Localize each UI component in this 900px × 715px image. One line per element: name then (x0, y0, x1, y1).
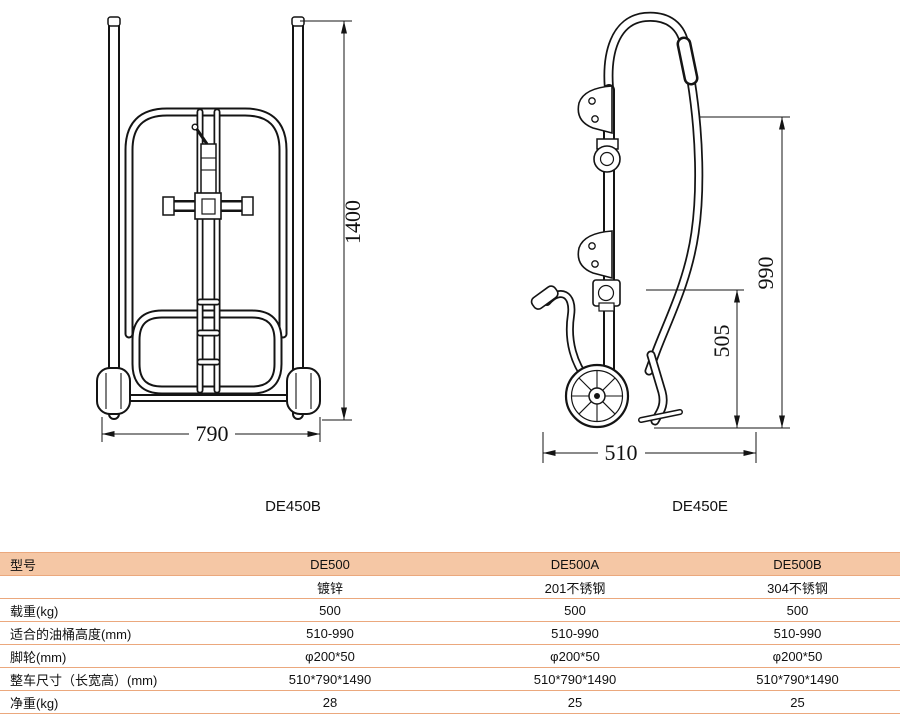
spec-cell: 510*790*1490 (205, 667, 455, 691)
spec-cell (0, 575, 205, 599)
release-pedal (530, 285, 588, 381)
side-view-drawing (530, 17, 699, 429)
spec-cell: 500 (695, 598, 900, 622)
top-hook-bracket (577, 85, 613, 135)
spec-cell: 适合的油桶高度(mm) (0, 621, 205, 645)
spec-cell: 28 (205, 690, 455, 714)
rail-cap-left (107, 16, 121, 27)
spec-cell: 304不锈钢 (695, 575, 900, 599)
spec-cell: 500 (455, 598, 695, 622)
spec-header-row: 型号 DE500 DE500A DE500B (0, 552, 900, 576)
dim-label-1400: 1400 (340, 200, 365, 244)
front-wheel-left (96, 367, 131, 415)
side-view-label: DE450E (672, 498, 728, 515)
spec-cell: 201不锈钢 (455, 575, 695, 599)
middle-clamp (592, 279, 621, 312)
front-view-label: DE450B (265, 498, 321, 515)
spec-cell: 500 (205, 598, 455, 622)
spec-cell: 510*790*1490 (695, 667, 900, 691)
spec-cell: 510-990 (455, 621, 695, 645)
spec-cell: φ200*50 (205, 644, 455, 668)
technical-drawing: 1400 790 (96, 0, 790, 515)
spec-cell: 25 (455, 690, 695, 714)
side-wheel (564, 363, 630, 429)
spec-cell: φ200*50 (455, 644, 695, 668)
top-clamp-knob (593, 138, 621, 173)
dim-label-505: 505 (709, 325, 734, 358)
middle-hook-bracket (577, 230, 613, 280)
spec-cell: 510*790*1490 (455, 667, 695, 691)
side-view-dimensions: 990 505 510 (542, 116, 790, 465)
spec-row-overall-size: 整车尺寸（长宽高）(mm) 510*790*1490 510*790*1490 … (0, 667, 900, 691)
spec-cell: 整车尺寸（长宽高）(mm) (0, 667, 205, 691)
spec-row-drum-height: 适合的油桶高度(mm) 510-990 510-990 510-990 (0, 621, 900, 645)
dim-label-510: 510 (605, 440, 638, 465)
front-wheel-right (286, 367, 321, 415)
drum-clamp-bar (162, 192, 254, 220)
spec-row-material: 镀锌 201不锈钢 304不锈钢 (0, 575, 900, 599)
front-view-drawing (96, 16, 321, 415)
dim-label-790: 790 (196, 421, 229, 446)
spec-col-header-de500a: DE500A (455, 552, 695, 576)
spec-cell: 25 (695, 690, 900, 714)
spec-cell: 脚轮(mm) (0, 644, 205, 668)
ratchet-mechanism (191, 123, 217, 197)
spec-cell: 载重(kg) (0, 598, 205, 622)
spec-col-header-de500b: DE500B (695, 552, 900, 576)
front-view-dimensions: 1400 790 (101, 20, 365, 446)
spec-cell: 净重(kg) (0, 690, 205, 714)
spec-cell: φ200*50 (695, 644, 900, 668)
spec-row-caster: 脚轮(mm) φ200*50 φ200*50 φ200*50 (0, 644, 900, 668)
spec-cell: 510-990 (695, 621, 900, 645)
spec-cell: 510-990 (205, 621, 455, 645)
spec-row-net-weight: 净重(kg) 28 25 25 (0, 690, 900, 714)
spec-table: 型号 DE500 DE500A DE500B 镀锌 201不锈钢 304不锈钢 … (0, 552, 900, 714)
spec-col-header-de500: DE500 (205, 552, 455, 576)
dim-label-990: 990 (753, 257, 778, 290)
spec-row-capacity: 载重(kg) 500 500 500 (0, 598, 900, 622)
spec-cell: 镀锌 (205, 575, 455, 599)
spec-col-header-model: 型号 (0, 552, 205, 576)
